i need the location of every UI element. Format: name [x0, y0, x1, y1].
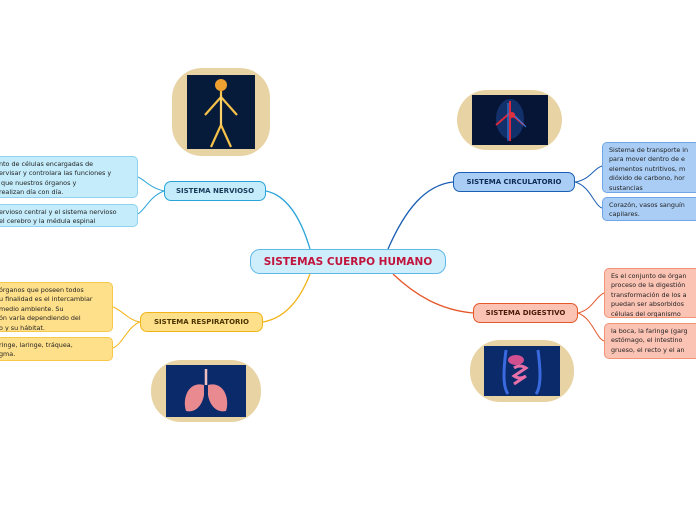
branch-sistema-respiratorio[interactable]: SISTEMA RESPIRATORIO	[140, 312, 263, 332]
nervous-system-illustration	[187, 75, 255, 149]
line-respiratorio	[262, 273, 311, 323]
line-circ-note1	[574, 165, 603, 183]
nervioso-parts-note[interactable]: ervioso central y el sistema nervioso el…	[0, 204, 138, 227]
digestivo-parts-note[interactable]: la boca, la faringe (garg estómago, el i…	[604, 323, 696, 359]
line-nervioso	[265, 190, 311, 250]
digestive-system-image	[470, 340, 574, 402]
digestive-system-illustration	[484, 346, 560, 396]
line-nervioso-note1	[137, 176, 165, 192]
central-topic[interactable]: SISTEMAS CUERPO HUMANO	[250, 249, 446, 274]
respiratorio-definition-note[interactable]: órganos que poseen todos u finalidad es …	[0, 282, 113, 332]
line-digestivo	[392, 273, 474, 314]
digestivo-definition-note[interactable]: Es el conjunto de órgan proceso de la di…	[604, 268, 696, 318]
line-resp-note1	[112, 306, 141, 323]
line-circ-note2	[574, 181, 603, 209]
line-nervioso-note2	[137, 190, 165, 215]
circulatory-system-illustration	[471, 95, 548, 145]
branch-sistema-circulatorio[interactable]: SISTEMA CIRCULATORIO	[453, 172, 575, 192]
branch-sistema-digestivo[interactable]: SISTEMA DIGESTIVO	[473, 303, 578, 323]
respiratory-system-image	[151, 360, 261, 422]
line-circulatorio	[387, 181, 454, 250]
circulatorio-parts-note[interactable]: Corazón, vasos sanguín capilares.	[602, 197, 696, 221]
line-dig-note1	[577, 292, 605, 314]
circulatorio-definition-note[interactable]: Sistema de transporte in para mover dent…	[602, 142, 696, 193]
respiratorio-parts-note[interactable]: ringe, laringe, tráquea, gma.	[0, 337, 113, 361]
respiratory-system-illustration	[166, 365, 246, 417]
nervous-system-image	[172, 68, 270, 156]
circulatory-system-image	[457, 90, 562, 150]
nervioso-definition-note[interactable]: nto de células encargadas de ervisar y c…	[0, 156, 138, 198]
branch-sistema-nervioso[interactable]: SISTEMA NERVIOSO	[164, 181, 266, 201]
line-resp-note2	[112, 321, 141, 349]
line-dig-note2	[577, 312, 605, 342]
